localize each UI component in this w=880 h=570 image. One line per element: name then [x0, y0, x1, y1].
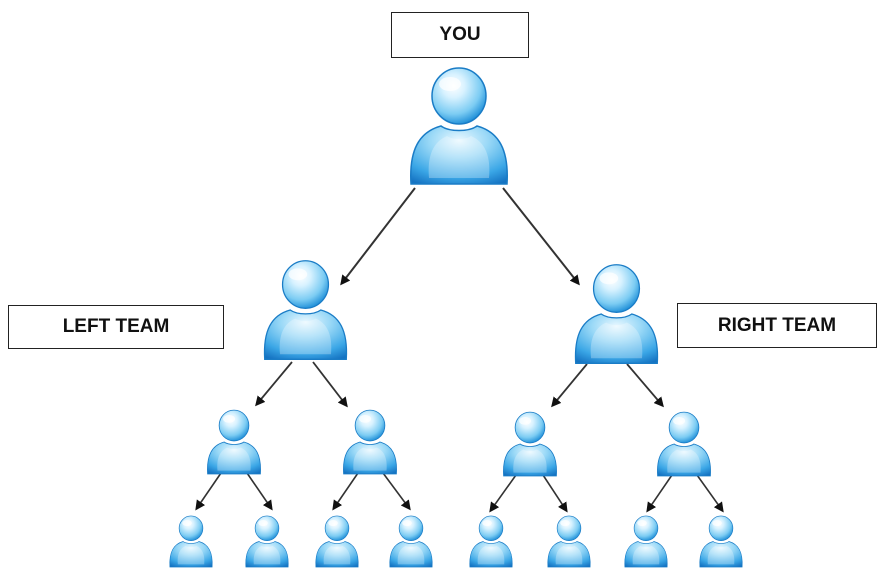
- arrow-rl-to-1: [489, 474, 517, 513]
- user-avatar-icon: [207, 409, 261, 475]
- user-avatar-icon: [657, 411, 711, 477]
- you-label: YOU: [391, 12, 529, 58]
- user-avatar-icon: [547, 515, 591, 568]
- right-team-label-text: RIGHT TEAM: [717, 314, 837, 336]
- left-team-label-text: LEFT TEAM: [62, 316, 170, 337]
- you-label-text: YOU: [439, 24, 481, 45]
- user-avatar-icon: [503, 411, 557, 477]
- arrow-ll-to-2: [246, 472, 273, 511]
- arrow-lr-to-1: [332, 472, 359, 511]
- user-avatar-icon: [263, 260, 348, 360]
- arrow-left-to-ll: [255, 361, 293, 407]
- user-avatar-icon: [699, 515, 743, 568]
- arrow-left-to-lr: [312, 361, 348, 408]
- user-avatar-icon: [574, 264, 659, 364]
- user-avatar-icon: [315, 515, 359, 568]
- arrow-you-to-left: [340, 187, 416, 286]
- right-team-label: RIGHT TEAM: [677, 303, 877, 348]
- user-avatar-icon: [169, 515, 213, 568]
- user-avatar-icon: [245, 515, 289, 568]
- arrow-you-to-right: [502, 187, 580, 286]
- user-avatar-icon: [624, 515, 668, 568]
- user-avatar-icon: [410, 67, 508, 185]
- user-avatar-icon: [469, 515, 513, 568]
- arrow-right-to-rr: [626, 363, 664, 408]
- arrow-rl-to-2: [542, 474, 568, 513]
- left-team-label: LEFT TEAM: [8, 305, 224, 349]
- user-avatar-icon: [389, 515, 433, 568]
- user-avatar-icon: [343, 409, 397, 475]
- arrow-lr-to-2: [382, 472, 411, 511]
- arrow-right-to-rl: [551, 363, 588, 408]
- member-avatars: [169, 67, 743, 568]
- arrow-ll-to-1: [195, 472, 222, 511]
- arrow-rr-to-1: [646, 474, 673, 513]
- connector-arrows: [195, 187, 724, 513]
- arrow-rr-to-2: [696, 474, 724, 513]
